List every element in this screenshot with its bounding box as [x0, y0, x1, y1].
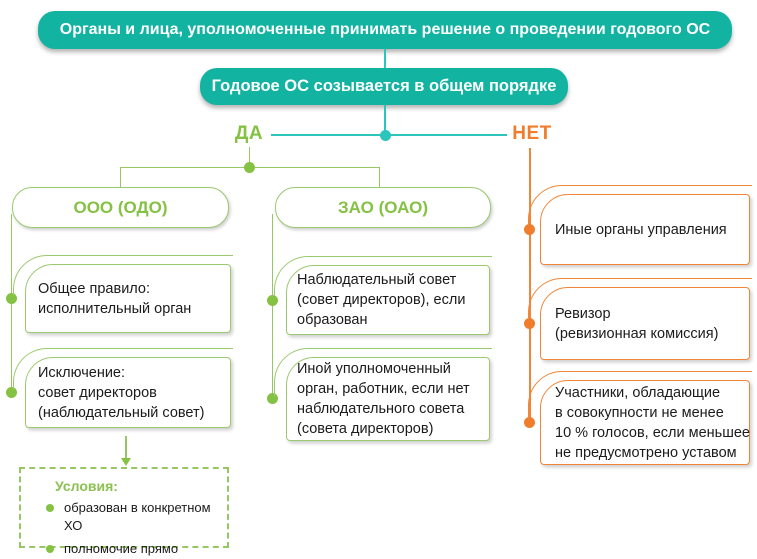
node-other-management-organs: Иные органы управления [528, 185, 752, 265]
connector-dot [243, 161, 255, 173]
node-exception: Исключение: совет директоров (наблюдател… [13, 348, 233, 428]
bullet-icon [46, 545, 54, 553]
group-title-zao: ЗАО (ОАО) [275, 187, 491, 228]
connector-line [384, 105, 386, 135]
node-text-line: Иной уполномоченный [297, 361, 451, 377]
arrow-line [125, 436, 127, 459]
connector-line [384, 49, 386, 68]
node-other-authorized-organ: Иной уполномоченный орган, работник, есл… [274, 348, 492, 441]
connector-line [248, 147, 250, 167]
connector-dot [380, 129, 391, 141]
node-text-line: Наблюдательный совет [297, 272, 457, 288]
connector-dot [524, 317, 536, 329]
connector-dot [266, 294, 278, 306]
connector-line [529, 148, 531, 422]
connector-line [271, 214, 273, 399]
node-text-line: (ревизионная комиссия) [555, 325, 719, 342]
question-label: Годовое ОС созывается в общем порядке [211, 77, 557, 95]
branch-label-no: НЕТ [512, 123, 552, 144]
conditions-box: Условия: образован в конкретном ХО полно… [19, 467, 229, 556]
node-text-line: Общее правило: [38, 280, 151, 297]
root-title-box: Органы и лица, уполномоченные принимать … [38, 11, 732, 49]
node-general-rule: Общее правило: исполнительный орган [13, 255, 233, 333]
node-text-line: не предусмотрено уставом [555, 444, 737, 461]
branch-label-yes: ДА [234, 123, 264, 144]
condition-text: полномочие прямо предусмотрено уставом Х… [64, 541, 179, 556]
connector-dot [524, 223, 536, 235]
node-auditor: Ревизор (ревизионная комиссия) [528, 278, 752, 360]
node-text-line: (совет директоров), если [297, 292, 466, 308]
bullet-icon [46, 504, 54, 512]
condition-text: образован в конкретном ХО [64, 500, 211, 533]
node-text-line: Участники, обладающие [555, 384, 721, 401]
connector-line [119, 167, 121, 187]
question-box: Годовое ОС созывается в общем порядке [200, 68, 568, 105]
group-title-zao-label: ЗАО (ОАО) [337, 197, 429, 217]
connector-line [10, 214, 13, 393]
connector-dot [524, 416, 536, 428]
connector-dot [6, 292, 17, 304]
connector-dot [266, 393, 278, 404]
group-title-ooo: ООО (ОДО) [12, 187, 229, 228]
node-text-line: наблюдательного совета [297, 401, 465, 417]
group-title-ooo-label: ООО (ОДО) [73, 197, 168, 217]
root-title: Органы и лица, уполномоченные принимать … [59, 21, 711, 38]
condition-item: образован в конкретном ХО [43, 499, 219, 535]
arrow-down-icon [121, 458, 131, 466]
conditions-title: Условия: [55, 478, 118, 494]
node-text-line: образован [297, 312, 368, 328]
node-text-line: в совокупности не менее [555, 404, 724, 421]
connector-line [378, 167, 380, 187]
node-text-line: совет директоров [38, 384, 157, 401]
node-text-line: Ревизор [555, 305, 611, 322]
node-text-line: Исключение: [38, 364, 126, 381]
node-text-line: исполнительный орган [38, 300, 192, 317]
node-text-line: (наблюдательный совет) [38, 404, 205, 421]
node-supervisory-board: Наблюдательный совет (совет директоров),… [274, 256, 492, 335]
node-text-line: орган, работник, если нет [297, 381, 470, 397]
node-text-line: (совета директоров) [297, 421, 434, 437]
condition-item: полномочие прямо предусмотрено уставом Х… [43, 540, 219, 559]
node-text-line: 10 % голосов, если меньшее [555, 424, 750, 441]
node-text-line: Иные органы управления [555, 221, 727, 238]
connector-dot [6, 387, 17, 398]
node-participants-10-percent: Участники, обладающие в совокупности не … [528, 371, 752, 465]
